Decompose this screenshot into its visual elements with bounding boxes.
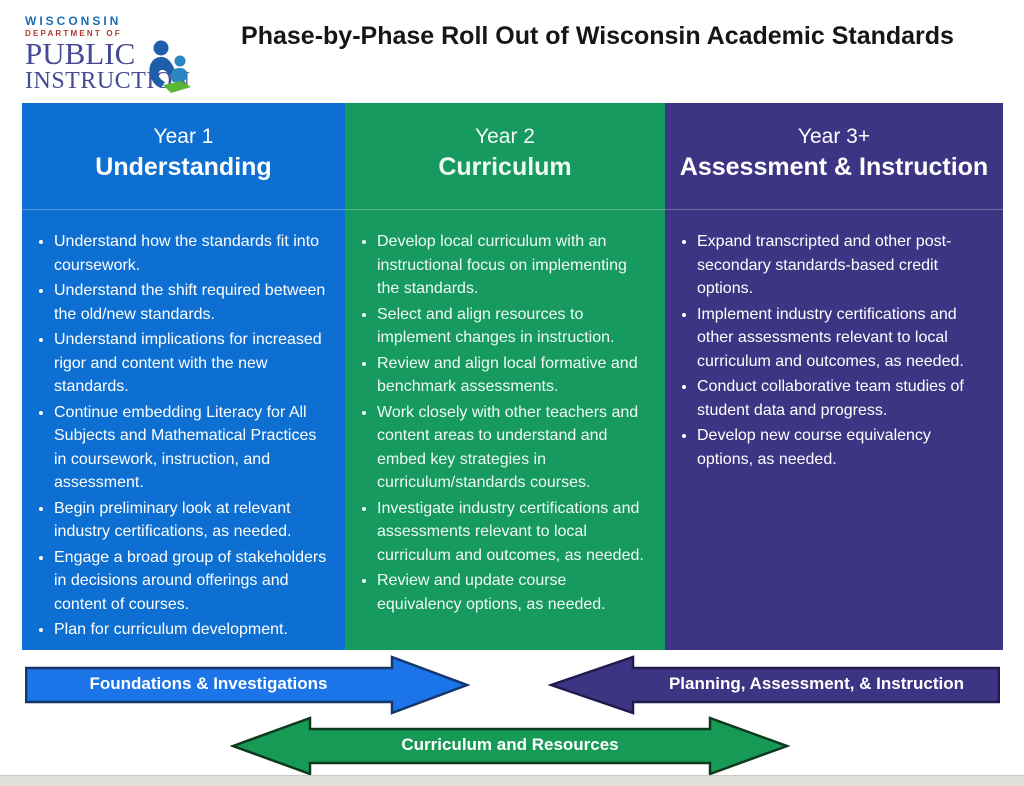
bullet-item: Plan for curriculum development. [54, 618, 333, 642]
page-title: Phase-by-Phase Roll Out of Wisconsin Aca… [241, 22, 954, 50]
bullet-list-year1: Understand how the standards fit into co… [22, 210, 345, 642]
bullet-item: Expand transcripted and other post-secon… [697, 230, 991, 301]
bullet-item: Conduct collaborative team studies of st… [697, 375, 991, 422]
right-arrow-shape [25, 655, 470, 715]
logo-department-text: DEPARTMENT OF [25, 29, 122, 38]
bullet-item: Engage a broad group of stakeholders in … [54, 546, 333, 617]
bullet-item: Work closely with other teachers and con… [377, 401, 653, 495]
column-header: Year 2 Curriculum [345, 103, 665, 210]
bullet-list-year3: Expand transcripted and other post-secon… [665, 210, 1003, 471]
column-year-label: Year 3+ [797, 125, 871, 148]
bullet-item: Develop local curriculum with an instruc… [377, 230, 653, 301]
column-phase-label: Curriculum [438, 153, 572, 181]
column-header: Year 1 Understanding [22, 103, 345, 210]
bullet-item: Review and align local formative and ben… [377, 352, 653, 399]
logo-public-text: PUBLIC [25, 36, 136, 71]
bullet-item: Begin preliminary look at relevant indus… [54, 497, 333, 544]
arrow-label: Planning, Assessment, & Instruction [668, 674, 965, 693]
bullet-item: Review and update course equivalency opt… [377, 569, 653, 616]
adult-child-book-icon [149, 40, 191, 93]
arrow-foundations-investigations: Foundations & Investigations [25, 655, 470, 715]
bullet-item: Select and align resources to implement … [377, 303, 653, 350]
column-year-label: Year 2 [475, 125, 535, 148]
bullet-item: Investigate industry certifications and … [377, 497, 653, 568]
column-header: Year 3+ Assessment & Instruction [665, 103, 1003, 210]
column-year3-assessment-instruction: Year 3+ Assessment & Instruction Expand … [665, 103, 1003, 650]
bullet-item: Understand how the standards fit into co… [54, 230, 333, 277]
bullet-item: Implement industry certifications and ot… [697, 303, 991, 374]
column-phase-label: Understanding [95, 153, 272, 181]
arrow-planning-assessment-instruction: Planning, Assessment, & Instruction [548, 655, 1000, 715]
arrow-label: Foundations & Investigations [89, 674, 328, 693]
arrow-label: Curriculum and Resources [401, 735, 619, 754]
column-year2-curriculum: Year 2 Curriculum Develop local curricul… [345, 103, 665, 650]
bullet-list-year2: Develop local curriculum with an instruc… [345, 210, 665, 616]
dpi-logo: WISCONSIN DEPARTMENT OF PUBLIC INSTRUCTI… [25, 14, 200, 102]
double-arrow-shape [230, 716, 790, 776]
column-year-label: Year 1 [153, 125, 214, 148]
phase-columns: Year 1 Understanding Understand how the … [22, 103, 1003, 650]
bottom-bar [0, 775, 1024, 786]
logo-wisconsin-text: WISCONSIN [25, 14, 122, 28]
bullet-item: Understand implications for increased ri… [54, 328, 333, 399]
left-arrow-shape [548, 655, 1000, 715]
column-phase-label: Assessment & Instruction [679, 153, 989, 181]
column-year1-understanding: Year 1 Understanding Understand how the … [22, 103, 345, 650]
bullet-item: Develop new course equivalency options, … [697, 424, 991, 471]
bullet-item: Understand the shift required between th… [54, 279, 333, 326]
arrow-curriculum-resources: Curriculum and Resources [230, 716, 790, 776]
bullet-item: Continue embedding Literacy for All Subj… [54, 401, 333, 495]
